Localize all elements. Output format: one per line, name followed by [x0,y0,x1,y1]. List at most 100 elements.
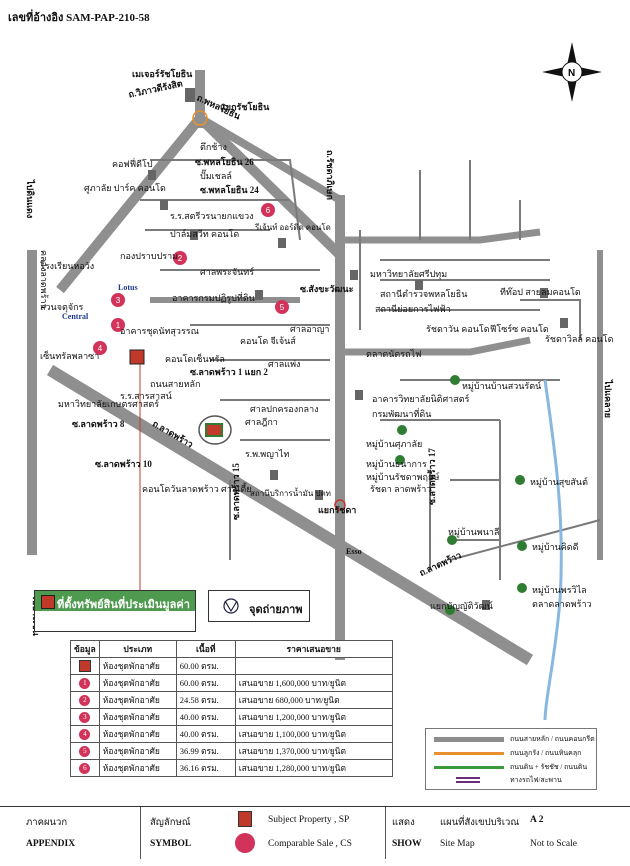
map-label: Central [62,312,89,321]
comparable-4: 4 [93,341,107,355]
scale-note: Not to Scale [530,839,577,849]
map-label: ไปดินแดง [25,180,35,219]
map-label: ถนนสายหลัก [150,379,201,389]
map-label: คอนโดวันลาดพร้าว ศาลเตี้ย [142,484,252,494]
map-label: หมู่บ้านพรวิไล [532,585,587,595]
subject-property-marker [129,349,145,365]
comparable-badge: 1 [79,678,91,689]
map-label: ซ.พหลโยธิน 26 [195,157,254,167]
map-label: ตลาดลาดพร้าว [532,599,592,609]
comparable-2: 2 [173,251,187,265]
map-label: ไปแคลาย [603,380,613,418]
symbol-en: SYMBOL [150,839,192,849]
table-header: ประเภท [98,640,177,658]
map-label: คอฟฟี่ดีโป [112,159,153,169]
divider [140,807,141,859]
map-label: ถ.รัชดาภิเษก [325,150,335,200]
subject-bar [35,591,195,611]
map-label: ศาลพระจันทร์ [200,267,255,277]
map-label: ซ.สังขะวัฒนะ [300,284,354,294]
map-label: หมู่บ้านธนาการ [366,459,427,469]
map-label: หมู่บ้านพนาลี [448,527,500,537]
symbol-th: สัญลักษณ์ [150,818,191,828]
map-label: รีเจ้นท์ ออร์ดิด คอนโด [255,223,331,232]
map-label: อาคารกรมปฏิรูปที่ดิน [172,293,255,303]
map-label: สวนจตุจักร [40,302,84,312]
map-label: ซ.พหลโยธิน 24 [200,185,259,195]
north-arrow-icon [542,42,602,102]
map-label: รัชดา ลาดพร้าว [370,484,432,494]
map-title-th: แผนที่สังเขปบริเวณ [440,818,520,828]
section-en: APPENDIX [26,839,76,849]
road-legend: ถนนสายหลัก / ถนนคอนกรีต ถนนลูกรัง / ถนนห… [425,728,597,790]
legend-swatch [434,752,504,755]
map-label: มหาวิทยาลัยศรีปทุม [370,269,448,279]
comparable-badge: 3 [79,712,91,723]
table-row: 6 ห้องชุดพักอาศัย 36.16 ตรม. เสนอขาย 1,2… [70,759,393,777]
map-label: Esso [346,547,362,556]
divider [385,807,386,859]
map-code: A 2 [530,815,544,825]
comparable-badge: 2 [79,695,91,706]
map-label: คลองลาดพร้าว [39,250,49,309]
map-label: ตลาดนัดรถไฟ [366,349,422,359]
svg-text:1: 1 [116,321,121,330]
map-label: หมู่บ้านคิดดี [532,542,579,552]
map-label: ร.ร.สารสาสน์ [120,391,172,401]
subject-location-box: ที่ตั้งทรัพย์สินที่ประเมินมูลค่า [34,590,196,632]
subject-square-icon [78,660,91,673]
map-label: สถานีตำรวจพหลโยธิน [380,289,468,299]
map-label: อาคารวิทยาลัยนิติศาสตร์ [372,394,470,404]
comparable-badge: 4 [79,729,91,740]
comparable-markers: 1 2 3 4 5 6 [93,203,289,355]
svg-text:6: 6 [266,206,271,215]
map-label: คอนโดเซ็นทรัล [165,354,225,364]
subject-legend-label: Subject Property , SP [268,815,350,825]
map-label: แยกรัชดา [318,505,357,515]
map-label: รัชดาวัน คอนโด [426,324,490,334]
road-ratchada-side [340,336,531,356]
comparable-1: 1 [111,318,125,332]
table-row: 5 ห้องชุดพักอาศัย 36.99 ตรม. เสนอขาย 1,3… [70,742,393,760]
map-label: ศาลปกครองกลาง [250,404,319,414]
map-label: ร.พ.พญาไท [245,449,290,459]
map-label: หมู่บ้านสุขสันต์ [530,477,588,487]
map-label: ซ.ลาดพร้าว 10 [95,459,152,469]
tree-icons [395,375,527,615]
legend-item: ถนนลูกรัง / ถนนหินคลุก [434,747,594,759]
subject-square-icon [41,595,55,609]
north-label: N [568,68,575,79]
map-label: ซ.ลาดพร้าว 1 แยก 2 [190,367,268,377]
legend-item: ถนนดิน + รัชชัช / ถนนดิน [434,761,594,773]
svg-text:5: 5 [280,303,285,312]
map-label: คอนโด จีเจ้นส์ [240,336,296,346]
legend-item: ทางรถไฟ/สะพาน [434,774,594,786]
comparable-dot-icon [235,833,255,853]
park-icon [205,423,223,437]
legend-swatch [434,766,504,769]
show-en: SHOW [392,839,422,849]
comparable-badge: 6 [79,763,91,774]
footer-bar: ภาคผนวก APPENDIX สัญลักษณ์ SYMBOL Subjec… [0,806,630,866]
map-label: ทีท๊อป สายลมคอนโด [500,287,581,297]
table-row: 3 ห้องชุดพักอาศัย 40.00 ตรม. เสนอขาย 1,2… [70,708,393,726]
map-label: ศาลฎีกา [245,417,278,427]
secondary-roads [140,159,601,580]
table-row: 4 ห้องชุดพักอาศัย 40.00 ตรม. เสนอขาย 1,1… [70,725,393,743]
ratchayothin-junction [192,110,208,126]
map-label: ฟีโซร์ซ คอนโด [490,324,549,334]
ratchada-junction [334,499,346,511]
map-label: Lotus [118,283,138,292]
road-sukhumvit-side [340,228,541,244]
map-label: มหาวิทยาลัยเกษตรศาสตร์ [58,399,160,409]
map-label: กองปราบปราม [120,251,179,261]
comparable-6: 6 [261,203,275,217]
table-header: ราคาเสนอขาย [234,640,393,658]
map-label: ร.ร.สตรีวรนายกแขวง [170,211,254,221]
comparable-legend-label: Comparable Sale , CS [268,839,352,849]
park-outline [198,415,232,445]
legend-item: ถนนสายหลัก / ถนนคอนกรีต [434,733,595,745]
table-header: เนื้อที่ [175,640,236,658]
legend-swatch [456,777,480,783]
